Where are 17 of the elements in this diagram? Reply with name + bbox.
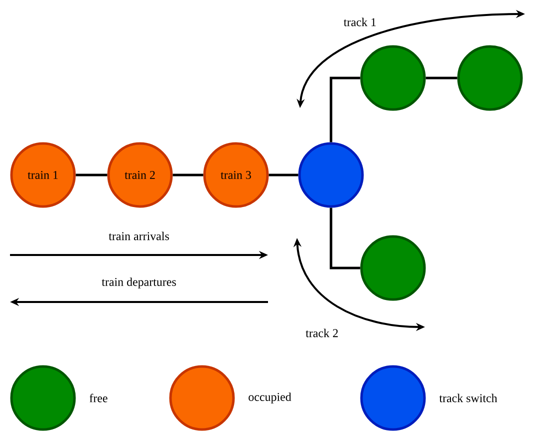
legend-text: track switch <box>439 394 498 402</box>
label: train departures <box>102 278 176 288</box>
track-line <box>76 174 108 176</box>
legend-text: occupied <box>248 392 292 404</box>
label: track 1 <box>344 18 376 26</box>
track-line <box>172 174 204 176</box>
track-line <box>330 208 360 270</box>
track-circle <box>360 45 426 111</box>
legend-text: free <box>90 394 108 402</box>
track-line <box>268 174 298 176</box>
track-circle <box>298 142 364 208</box>
label: track 2 <box>306 328 338 338</box>
track-line <box>330 76 360 142</box>
track-circle <box>457 45 523 111</box>
track-circle <box>360 235 426 301</box>
label: train arrivals <box>108 232 169 240</box>
track-line <box>426 76 458 80</box>
